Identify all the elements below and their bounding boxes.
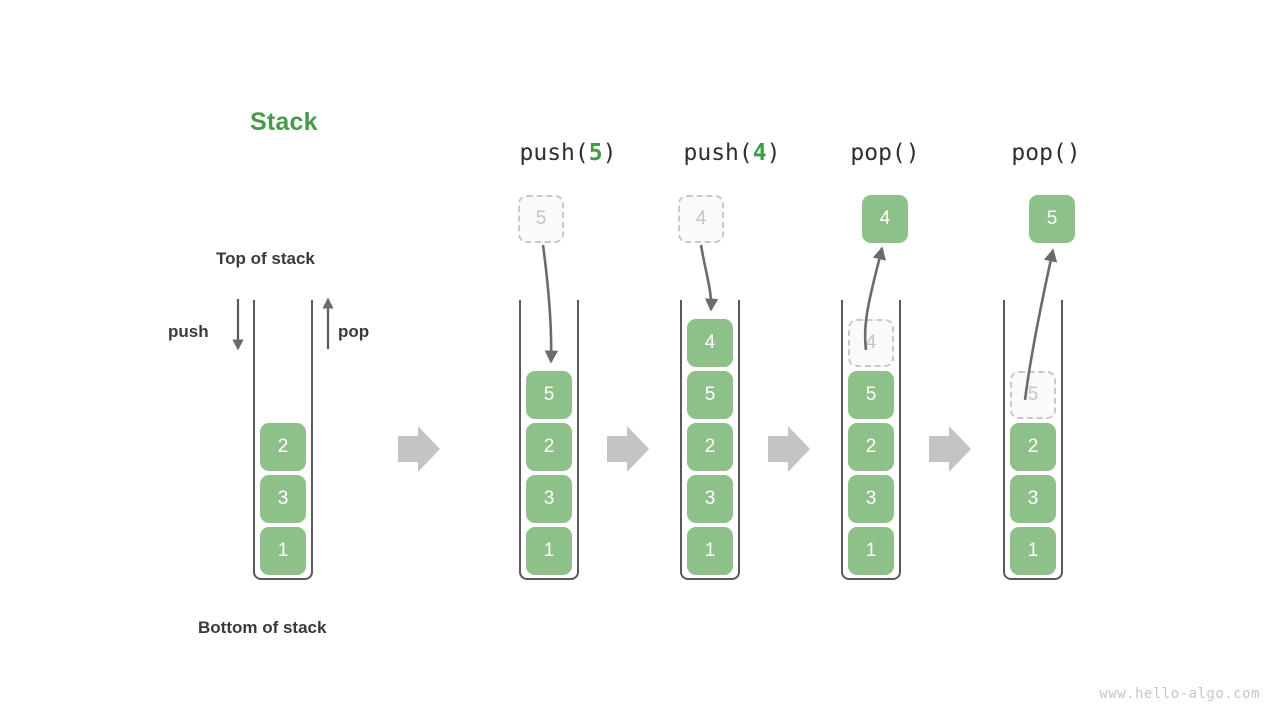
stack-cell: 1 bbox=[848, 527, 894, 575]
stack-cell: 1 bbox=[1010, 527, 1056, 575]
stack-cell: 3 bbox=[526, 475, 572, 523]
stack-container-push-5 bbox=[519, 300, 579, 580]
stage-header-text: pop( bbox=[850, 140, 906, 166]
stage-header-text: pop( bbox=[1011, 140, 1067, 166]
stack-cell: 2 bbox=[848, 423, 894, 471]
stack-cell: 3 bbox=[1010, 475, 1056, 523]
stack-container-push-4 bbox=[680, 300, 740, 580]
stack-container-pop-4 bbox=[841, 300, 901, 580]
stage-header-suffix: ) bbox=[1066, 140, 1081, 166]
element-value: 5 bbox=[1046, 208, 1058, 229]
stack-container-pop-5 bbox=[1003, 300, 1063, 580]
stack-cell: 2 bbox=[526, 423, 572, 471]
stage-header-push-4: push(4) bbox=[632, 140, 832, 166]
stage-header-arg: 4 bbox=[752, 140, 767, 166]
incoming-element-4: 4 bbox=[678, 195, 724, 243]
stack-cell: 2 bbox=[260, 423, 306, 471]
stack-cell: 2 bbox=[1010, 423, 1056, 471]
element-value: 4 bbox=[695, 208, 707, 229]
stack-cell: 1 bbox=[260, 527, 306, 575]
stage-header-pop-5: pop() bbox=[946, 140, 1146, 166]
element-value: 5 bbox=[535, 208, 547, 229]
bottom-of-stack-label: Bottom of stack bbox=[198, 618, 327, 637]
stage-header-arg: 5 bbox=[588, 140, 603, 166]
top-of-stack-label: Top of stack bbox=[216, 249, 315, 268]
stack-cell: 1 bbox=[526, 527, 572, 575]
stack-cell-removed: 4 bbox=[848, 319, 894, 367]
popped-element-4: 4 bbox=[862, 195, 908, 243]
stage-header-pop-4: pop() bbox=[785, 140, 985, 166]
stack-cell: 5 bbox=[526, 371, 572, 419]
page-title: Stack bbox=[250, 108, 318, 136]
stage-header-suffix: ) bbox=[905, 140, 920, 166]
stack-cell: 2 bbox=[687, 423, 733, 471]
stack-cell: 3 bbox=[848, 475, 894, 523]
popped-element-5: 5 bbox=[1029, 195, 1075, 243]
incoming-element-5: 5 bbox=[518, 195, 564, 243]
stack-container-initial bbox=[253, 300, 313, 580]
stage-flow-arrow-4 bbox=[929, 426, 971, 472]
stage-flow-arrow-2 bbox=[607, 426, 649, 472]
stage-header-suffix: ) bbox=[602, 140, 617, 166]
stage-header-push-5: push(5) bbox=[468, 140, 668, 166]
stage-header-suffix: ) bbox=[766, 140, 781, 166]
stage-header-text: push( bbox=[683, 140, 753, 166]
push-label: push bbox=[168, 322, 209, 341]
stage-flow-arrow-3 bbox=[768, 426, 810, 472]
stage-flow-arrow-1 bbox=[398, 426, 440, 472]
watermark: www.hello-algo.com bbox=[1099, 686, 1260, 702]
stack-cell-removed: 5 bbox=[1010, 371, 1056, 419]
stack-cell: 3 bbox=[687, 475, 733, 523]
stack-cell: 1 bbox=[687, 527, 733, 575]
stack-cell: 5 bbox=[687, 371, 733, 419]
element-value: 4 bbox=[879, 208, 891, 229]
stack-cell: 3 bbox=[260, 475, 306, 523]
stack-cell: 4 bbox=[687, 319, 733, 367]
stage-header-text: push( bbox=[519, 140, 589, 166]
pop-label: pop bbox=[338, 322, 370, 341]
stack-cell: 5 bbox=[848, 371, 894, 419]
